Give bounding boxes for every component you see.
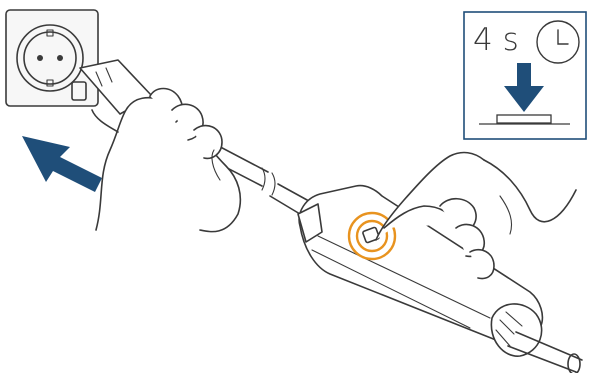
right-hand (375, 151, 577, 280)
duration-label: 4 s (473, 22, 519, 58)
left-hand (91, 87, 242, 233)
clock-icon (536, 20, 580, 64)
arrow-down-icon (504, 63, 544, 112)
press-duration-inset: 4 s (463, 11, 587, 140)
wall-socket-icon (5, 9, 99, 107)
button-press-rings-icon (347, 211, 397, 261)
arrow-up-left-icon (22, 136, 102, 192)
